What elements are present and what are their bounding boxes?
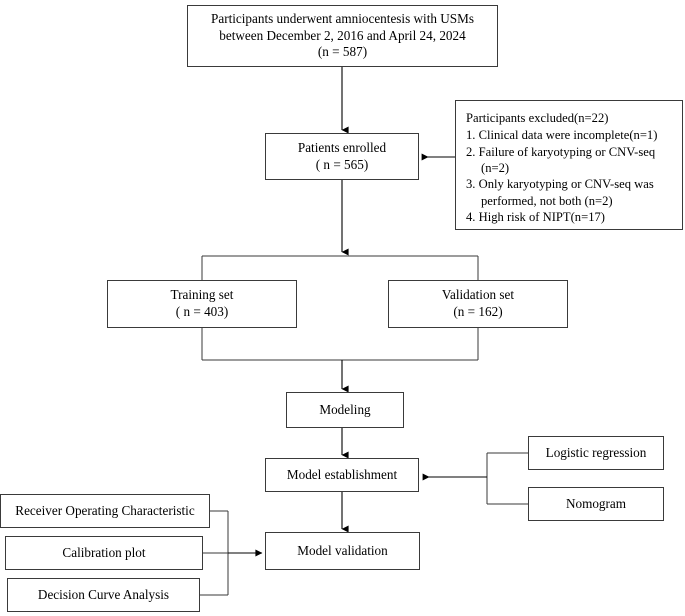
excluded-reason-number: 3. (466, 177, 476, 192)
node-participants-excluded: Participants excluded(n=22) 1. Clinical … (455, 100, 683, 230)
node-enrollment-label: Participants underwent amniocentesis wit… (211, 10, 474, 60)
node-model-establishment: Model establishment (265, 458, 419, 492)
excluded-reason-item: 2. Failure of karyotyping or CNV-seq (n=… (466, 144, 674, 177)
node-nomogram: Nomogram (528, 487, 664, 521)
node-logistic-regression-label: Logistic regression (545, 444, 647, 460)
excluded-reason-item: 4. High risk of NIPT(n=17) (466, 209, 674, 225)
node-calibration-plot-label: Calibration plot (62, 544, 146, 560)
node-receiver-operating-characteristic: Receiver Operating Characteristic (0, 494, 210, 528)
excluded-reason-item: 3. Only karyotyping or CNV-seq was perfo… (466, 176, 674, 209)
node-nomogram-label: Nomogram (565, 495, 627, 511)
node-patients-enrolled: Patients enrolled ( n = 565) (265, 133, 419, 180)
node-calibration-plot: Calibration plot (5, 536, 203, 570)
excluded-reason-number: 2. (466, 144, 476, 159)
node-training-set-label: Training set ( n = 403) (170, 287, 234, 319)
node-model-validation-label: Model validation (297, 542, 388, 558)
node-validation-set-label: Validation set (n = 162) (441, 287, 515, 319)
node-training-set: Training set ( n = 403) (107, 280, 297, 328)
node-decision-curve-analysis-label: Decision Curve Analysis (37, 586, 170, 602)
node-modeling: Modeling (286, 392, 404, 428)
node-model-validation: Model validation (265, 532, 420, 570)
node-decision-curve-analysis: Decision Curve Analysis (7, 578, 200, 612)
excluded-reason-text: Failure of karyotyping or CNV-seq (n=2) (478, 144, 656, 176)
excluded-title: Participants excluded(n=22) (466, 111, 609, 125)
node-model-establishment-label: Model establishment (286, 466, 398, 482)
excluded-reason-item: 1. Clinical data were incomplete(n=1) (466, 127, 674, 143)
excluded-reason-text: Only karyotyping or CNV-seq was performe… (478, 177, 654, 208)
node-roc-label: Receiver Operating Characteristic (15, 502, 195, 518)
node-modeling-label: Modeling (319, 401, 371, 417)
excluded-reason-list: 1. Clinical data were incomplete(n=1) 2.… (466, 127, 674, 225)
excluded-reason-number: 4. (466, 210, 476, 225)
node-validation-set: Validation set (n = 162) (388, 280, 568, 328)
node-patients-enrolled-label: Patients enrolled ( n = 565) (297, 139, 387, 172)
node-logistic-regression: Logistic regression (528, 436, 664, 470)
excluded-reason-number: 1. (466, 128, 476, 143)
excluded-reason-text: Clinical data were incomplete(n=1) (478, 128, 658, 143)
node-enrollment: Participants underwent amniocentesis wit… (187, 5, 498, 67)
excluded-reason-text: High risk of NIPT(n=17) (478, 210, 605, 225)
